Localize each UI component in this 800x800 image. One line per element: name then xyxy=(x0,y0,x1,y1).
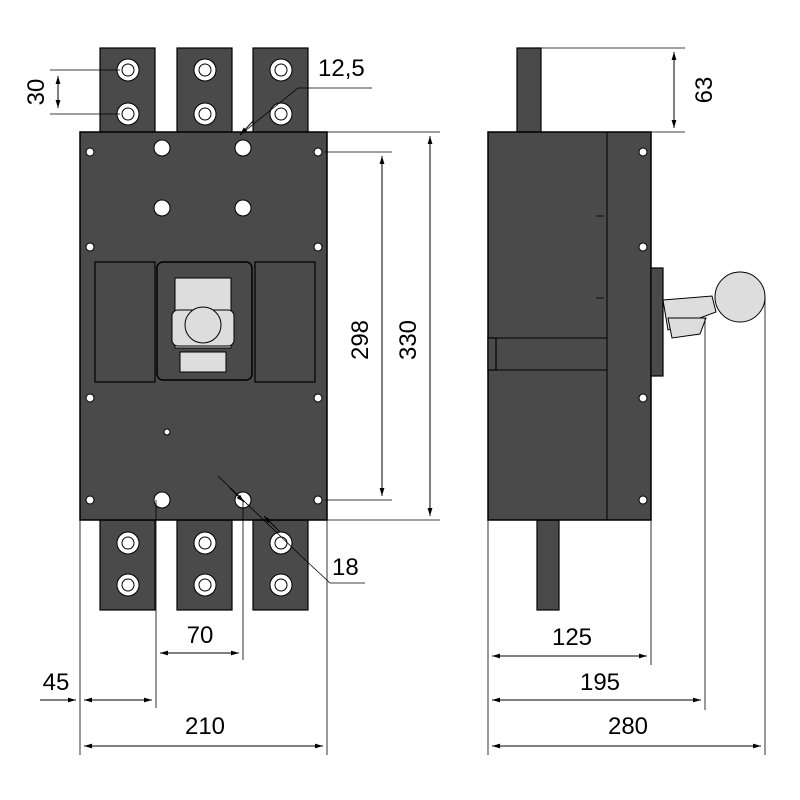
terminal-hole-label: 12,5 xyxy=(318,55,365,82)
bottom-terminals xyxy=(99,519,309,611)
height-label: 330 xyxy=(395,320,422,360)
edge-offset-label: 45 xyxy=(43,669,70,696)
side-handle xyxy=(662,271,766,339)
handle-knob xyxy=(184,306,222,344)
width-label: 210 xyxy=(185,713,225,740)
pole-pitch-label: 70 xyxy=(187,622,214,649)
handle-base xyxy=(179,351,227,373)
front-panel-right xyxy=(254,261,316,383)
side-small-holes xyxy=(638,147,648,505)
handle-mount xyxy=(650,267,664,377)
side-dimensions: 63 125 195 280 xyxy=(487,47,766,755)
mounting-hole-label: 18 xyxy=(332,554,359,581)
side-top-terminal xyxy=(516,47,542,133)
top-terminals xyxy=(99,47,309,135)
terminal-pitch-label: 30 xyxy=(23,79,50,106)
mounting-height-label: 298 xyxy=(347,320,374,360)
front-dimensions: 30 12,5 18 298 330 70 45 210 xyxy=(23,55,440,755)
front-small-holes xyxy=(85,147,323,505)
front-panel-left xyxy=(94,261,156,383)
front-view xyxy=(79,47,372,611)
mounting-holes xyxy=(153,139,252,509)
side-view xyxy=(487,47,766,611)
side-bottom-terminal xyxy=(536,519,560,611)
breaker-body-side xyxy=(487,131,652,521)
handle-base-depth-label: 195 xyxy=(580,669,620,696)
body-depth-label: 125 xyxy=(552,624,592,651)
total-depth-label: 280 xyxy=(608,713,648,740)
terminal-protrusion-label: 63 xyxy=(691,77,718,104)
